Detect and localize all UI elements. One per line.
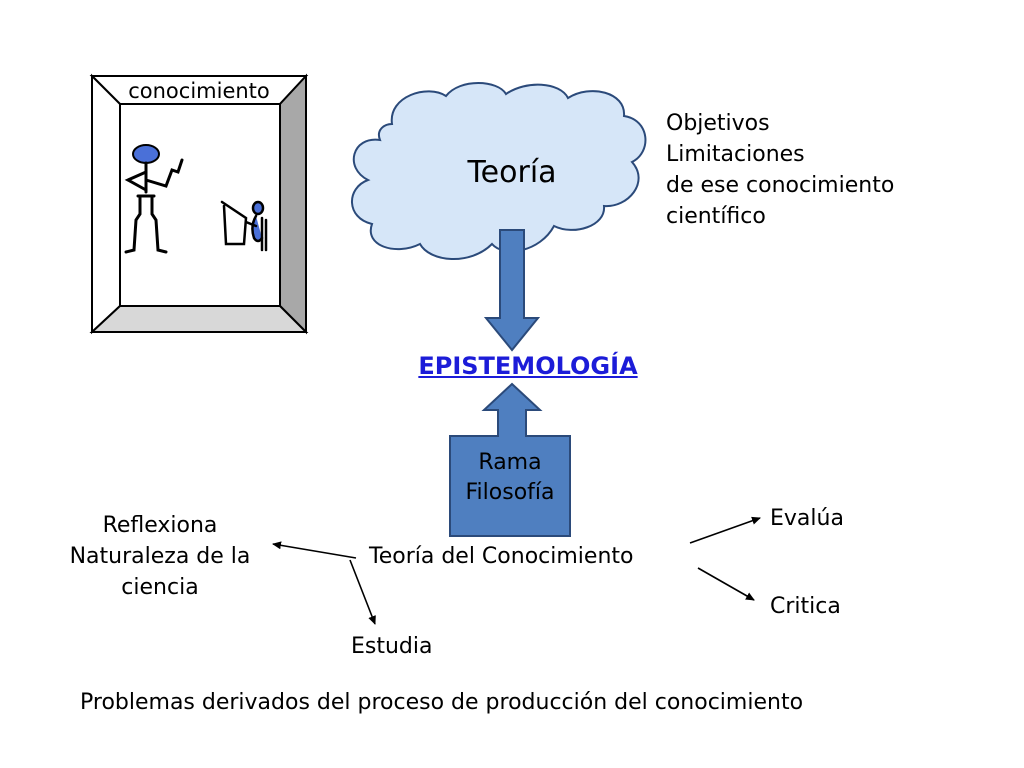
objectives-line: de ese conocimiento	[666, 173, 895, 198]
branch-line: Rama	[478, 450, 542, 475]
objectives-line: científico	[666, 204, 766, 229]
objectives-text: Objetivos Limitaciones de ese conocimien…	[666, 108, 894, 232]
branch-label: Rama Filosofía	[450, 448, 570, 508]
theory-of-knowledge-label: Teoría del Conocimiento	[369, 544, 634, 569]
criticizes-label: Critica	[770, 594, 841, 619]
studies-label: Estudia	[351, 634, 433, 659]
epistemology-link[interactable]: EPISTEMOLOGÍA	[418, 352, 638, 380]
down-arrow	[483, 229, 541, 352]
objectives-line: Limitaciones	[666, 142, 805, 167]
stick-figure-icon	[124, 144, 184, 254]
arrow-to-reflexiona	[272, 541, 357, 559]
arrow-to-estudia	[349, 559, 376, 625]
branch-arrow-box	[449, 382, 571, 537]
evaluates-label: Evalúa	[770, 506, 844, 531]
reflects-text: Reflexiona Naturaleza de la ciencia	[40, 510, 280, 603]
cloud-label: Teoría	[467, 155, 557, 190]
arrow-to-evalua	[689, 516, 761, 544]
branch-line: Filosofía	[465, 480, 555, 505]
reflects-line: ciencia	[121, 575, 199, 600]
reflects-line: Naturaleza de la	[69, 544, 251, 569]
knowledge-frame	[89, 73, 309, 335]
person-at-desk-icon	[220, 200, 268, 252]
connector-lines	[272, 516, 761, 625]
footer-statement: Problemas derivados del proceso de produ…	[80, 690, 804, 715]
theory-cloud	[351, 82, 647, 260]
arrow-to-critica	[697, 567, 755, 601]
objectives-line: Objetivos	[666, 111, 770, 136]
reflects-line: Reflexiona	[102, 513, 218, 538]
frame-title: conocimiento	[128, 79, 270, 103]
